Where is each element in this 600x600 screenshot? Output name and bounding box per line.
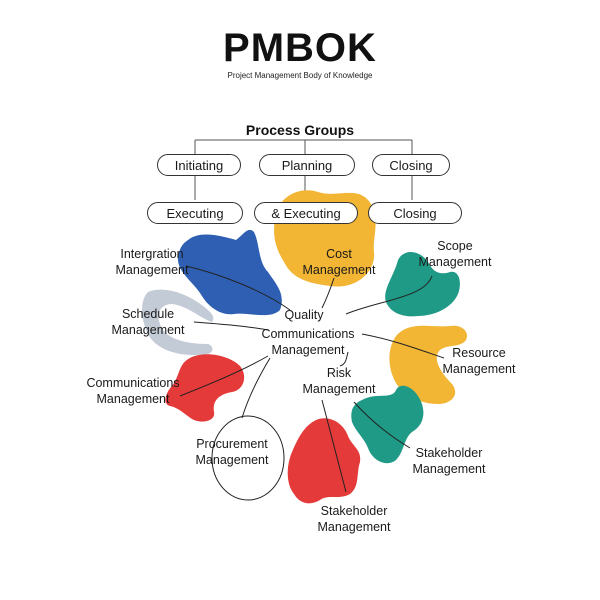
pill-closing-top: Closing	[372, 154, 450, 176]
label-cost-line1: Cost	[326, 247, 352, 261]
label-communications-left-line2: Management	[96, 391, 170, 406]
integration-blob	[177, 229, 282, 316]
label-stakeholder-right-line1: Stakeholder	[415, 446, 483, 460]
connector-cost-quality	[321, 277, 335, 309]
label-cost-management: Cost Management	[296, 247, 382, 278]
label-stakeholder-right: Stakeholder Management	[404, 446, 494, 477]
label-communications-left: Communications Management	[78, 376, 188, 407]
connector-integration-quality	[185, 265, 291, 311]
stakeholder-right-blob	[351, 385, 424, 464]
pill-initiating: Initiating	[157, 154, 241, 176]
label-resource-line2: Management	[442, 361, 516, 376]
scope-blob	[385, 251, 460, 317]
stakeholder-bottom-blob	[287, 418, 361, 504]
pill-and-executing: & Executing	[254, 202, 358, 224]
schedule-arc	[142, 289, 214, 356]
process-tree-lines	[194, 139, 413, 200]
label-schedule-management: Schedule Management	[105, 307, 191, 338]
connector-communications-resource	[361, 333, 445, 359]
page-subtitle: Project Management Body of Knowledge	[227, 71, 373, 80]
label-stakeholder-bottom: Stakeholder Management	[308, 504, 400, 535]
label-stakeholder-bottom-line1: Stakeholder	[320, 504, 388, 518]
label-schedule-line2: Management	[111, 322, 185, 337]
label-communications-center: Communications Management	[254, 327, 362, 358]
process-groups-title: Process Groups	[245, 122, 355, 138]
label-procurement-line2: Management	[195, 452, 269, 467]
label-quality: Quality	[284, 308, 324, 322]
label-resource-line1: Resource	[452, 346, 506, 360]
connector-risk-stakeholder-bottom	[321, 399, 347, 493]
connector-schedule-communications	[193, 321, 269, 331]
label-schedule-line1: Schedule	[121, 307, 175, 321]
label-communications-center-line1: Communications	[261, 327, 355, 341]
label-stakeholder-right-line2: Management	[412, 461, 486, 476]
pill-planning: Planning	[259, 154, 355, 176]
pill-executing: Executing	[147, 202, 243, 224]
label-risk-line2: Management	[302, 381, 376, 396]
resource-blob	[389, 325, 468, 404]
page-title: PMBOK	[223, 26, 377, 70]
label-risk-management: Risk Management	[296, 366, 382, 397]
label-integration-management: Intergration Management	[98, 247, 206, 278]
connector-communications-left	[179, 355, 269, 397]
label-scope-line1: Scope	[437, 239, 473, 253]
knowledge-connectors	[179, 265, 445, 501]
label-communications-center-line2: Management	[271, 342, 345, 357]
label-scope-line2: Management	[418, 254, 492, 269]
label-stakeholder-bottom-line2: Management	[317, 519, 391, 534]
procurement-ring	[211, 415, 285, 501]
connector-risk-stakeholder	[353, 401, 411, 449]
label-integration-line1: Intergration	[120, 247, 184, 261]
label-integration-line2: Management	[115, 262, 189, 277]
connector-risk-up	[339, 351, 349, 367]
connector-scope-quality	[345, 275, 433, 315]
communications-blob	[165, 354, 245, 422]
label-risk-line1: Risk	[326, 366, 352, 380]
connector-procurement-up	[241, 357, 271, 419]
label-cost-line2: Management	[302, 262, 376, 277]
label-procurement-management: Procurement Management	[186, 437, 278, 468]
pill-closing-bottom: Closing	[368, 202, 462, 224]
label-procurement-line1: Procurement	[196, 437, 268, 451]
label-communications-left-line1: Communications	[86, 376, 180, 390]
label-resource-management: Resource Management	[436, 346, 522, 377]
label-scope-management: Scope Management	[412, 239, 498, 270]
